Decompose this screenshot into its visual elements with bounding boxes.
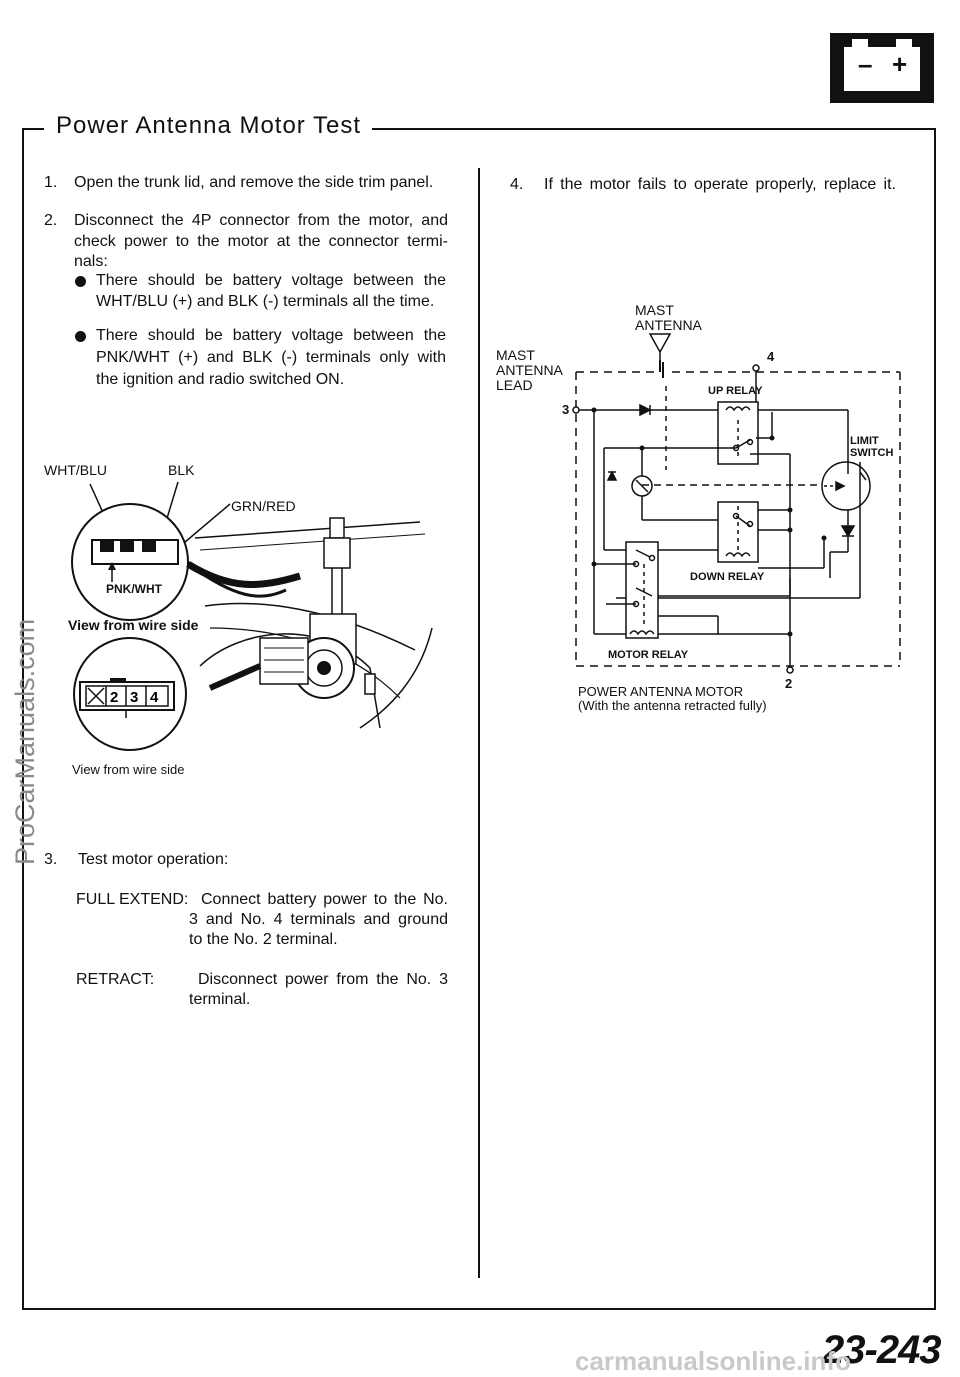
left-terminal-3-label: 3 [130,689,138,706]
down-relay-label: DOWN RELAY [690,571,765,583]
battery-negative-post [852,39,868,49]
retract-label: RETRACT: [76,971,155,988]
limit-switch-label-line2: SWITCH [850,447,893,459]
watermark: ProCarManuals.com [10,618,40,865]
label-pnk-wht: PNK/WHT [106,582,162,597]
step2-line3: nals: [74,253,108,270]
content-frame [22,128,936,1310]
label-view-from-wire-side: View from wire side [72,762,185,777]
label-grn-red: GRN/RED [231,498,296,514]
up-relay-label: UP RELAY [708,385,763,397]
limit-switch-label-line1: LIMIT [850,435,879,447]
frame-top-right [372,128,934,130]
full-extend-line1: Connect battery power to the No. [201,891,448,908]
step2-line2: check power to the motor at the connecto… [74,233,448,250]
label-view-from-wire-side-bold: View from wire side [68,617,199,633]
step1-number: 1. [44,174,58,191]
motor-relay-label: MOTOR RELAY [608,649,689,661]
full-extend-line3: to the No. 2 terminal. [189,931,338,948]
mast-antenna-label-line2: ANTENNA [635,317,702,333]
left-terminal-4-label: 4 [150,689,159,706]
mast-antenna-label-line1: MAST [635,302,674,318]
step1-text: Open the trunk lid, and remove the side … [74,174,434,191]
terminal-4-label: 4 [767,349,775,364]
full-extend-line2: 3 and No. 4 terminals and ground [189,911,448,928]
power-antenna-motor-label: POWER ANTENNA MOTOR [578,684,744,699]
power-antenna-wiring-diagram: UP RELAY LIMIT SWITCH DOWN RELAY MOTOR R… [562,333,901,690]
column-divider [478,168,480,1278]
step4-text: If the motor fails to operate properly, … [544,176,896,193]
battery-plus-symbol: + [892,49,908,79]
step3-text: Test motor operation: [78,851,229,868]
left-terminal-2-label: 2 [110,689,118,706]
bullet2-line2: PNK/WHT (+) and BLK (-) terminals only w… [96,349,446,366]
label-wht-blu: WHT/BLU [44,462,107,478]
mast-antenna-lead-label-line3: LEAD [496,377,533,393]
page-number: 23-243 [822,1328,942,1372]
bullet2-line3: the ignition and radio switched ON. [96,371,345,388]
bullet-icon [75,276,86,287]
step3-number: 3. [44,851,58,868]
label-blk: BLK [168,462,195,478]
bullet1-line2: WHT/BLU (+) and BLK (-) terminals all th… [96,293,435,310]
step4-number: 4. [510,176,524,193]
mast-antenna-lead-label-line2: ANTENNA [496,362,563,378]
full-extend-label: FULL EXTEND: [76,891,189,908]
bullet2-line1: There should be battery voltage between … [96,327,446,344]
step2-number: 2. [44,212,58,229]
step2-line1: Disconnect the 4P connector from the mot… [74,212,448,229]
bullet1-line1: There should be battery voltage between … [96,272,446,289]
battery-face: – + [844,47,920,91]
terminal-3-label: 3 [562,402,569,417]
frame-top-left [22,128,44,130]
mast-antenna-lead-label-line1: MAST [496,347,535,363]
retract-line1: Disconnect power from the No. 3 [198,971,448,988]
battery-positive-post [896,39,912,49]
antenna-retracted-note: (With the antenna retracted fully) [578,698,767,713]
bullet-icon [75,331,86,342]
retract-line2: terminal. [189,991,251,1008]
site-watermark: carmanualsonline.info [575,1346,851,1376]
battery-minus-symbol: – [858,49,873,79]
battery-icon: – + [830,33,934,103]
connector-and-motor-illustration: 2 3 4 [71,481,433,751]
page-title: Power Antenna Motor Test [56,112,362,139]
terminal-2-label: 2 [785,676,792,690]
